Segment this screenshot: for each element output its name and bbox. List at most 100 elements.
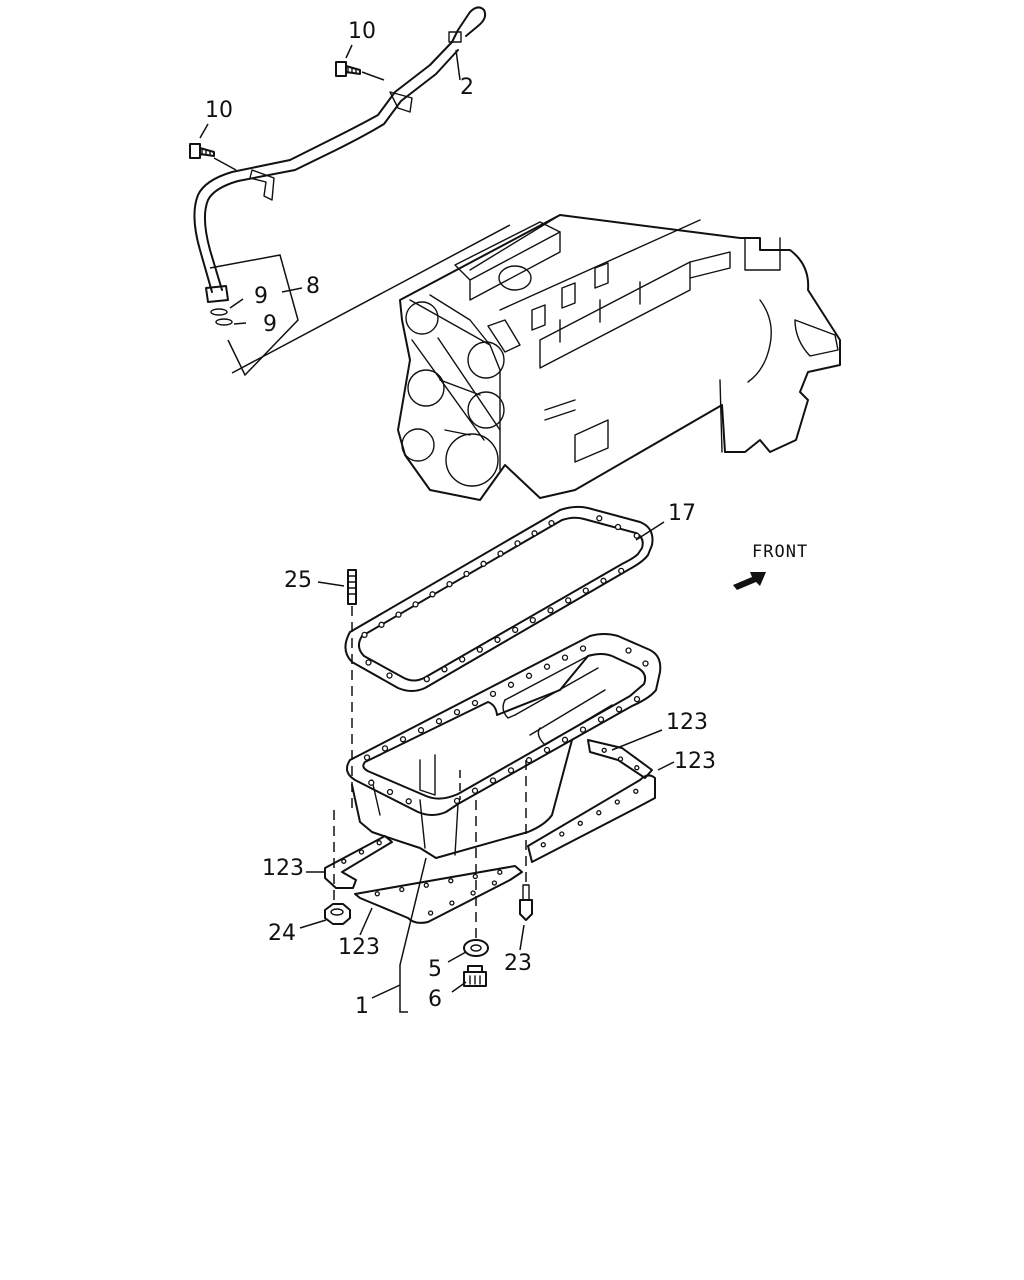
washer-5 <box>463 939 489 957</box>
engine-block <box>397 214 841 501</box>
callout-10-lower: 10 <box>205 98 233 123</box>
bolt-hole <box>582 587 589 594</box>
bolt-hole <box>507 681 515 688</box>
bolt-hole <box>399 736 407 743</box>
leader-lines <box>199 44 675 999</box>
bolt-hole <box>596 515 603 522</box>
dipstick-guide-tube <box>193 41 459 303</box>
bolt-hole <box>634 765 640 771</box>
callout-17: 17 <box>668 501 696 526</box>
bolt-hole <box>368 779 375 786</box>
bolt-hole <box>600 577 607 584</box>
callout-23: 23 <box>504 951 532 976</box>
bolt-hole <box>596 810 602 816</box>
bolt-hole <box>529 616 536 624</box>
bolt-hole <box>525 672 533 679</box>
callout-9-upper: 9 <box>254 284 268 309</box>
bolt-hole <box>597 716 605 723</box>
bolt-hole <box>448 878 454 884</box>
bolt-hole <box>543 746 551 754</box>
callout-8: 8 <box>306 274 320 299</box>
bolt-23 <box>519 884 533 921</box>
front-label: FRONT <box>752 542 808 562</box>
bolt-hole <box>489 777 497 784</box>
bolt-hole <box>561 654 569 661</box>
bolt-hole <box>395 611 402 618</box>
drain-plug-6 <box>463 965 487 987</box>
bolt-hole <box>633 695 641 703</box>
bolt-hole <box>525 757 533 764</box>
bolt-hole <box>453 708 461 716</box>
bolt-hole <box>480 560 487 567</box>
bolt-hole <box>471 699 479 707</box>
bolt-hole <box>497 869 503 875</box>
bolt-hole <box>633 532 640 539</box>
bolt-hole <box>633 788 639 794</box>
bolt-hole <box>341 858 347 864</box>
bolt-hole <box>614 523 622 531</box>
bolt-hole <box>471 787 479 794</box>
bolt-hole <box>405 798 412 805</box>
bolt-hole <box>358 849 365 855</box>
bolt-hole <box>497 550 504 557</box>
bolt-hole <box>489 690 497 698</box>
bolt-hole <box>565 597 572 604</box>
bolt-hole <box>472 873 478 880</box>
bolt-hole <box>494 636 501 643</box>
callout-6: 6 <box>428 987 442 1012</box>
callout-9-lower: 9 <box>263 312 277 337</box>
bolt-hole <box>453 797 461 805</box>
bolt-hole <box>614 799 620 805</box>
bolt-hole <box>427 910 434 916</box>
bolt-10-upper <box>335 61 361 77</box>
nut-24 <box>324 903 351 925</box>
bolt-hole <box>449 900 455 906</box>
bolt-hole <box>618 567 625 575</box>
bolt-hole <box>507 767 515 774</box>
bolt-hole <box>514 540 521 547</box>
lower-gasket-123-left <box>324 835 523 924</box>
bolt-hole <box>374 891 380 897</box>
oil-pan-1 <box>345 633 662 859</box>
bolt-hole <box>625 647 632 654</box>
bolt-hole <box>476 646 483 653</box>
bolt-hole <box>540 842 546 848</box>
bolt-10-lower <box>189 143 215 159</box>
bolt-hole <box>412 601 419 608</box>
bolt-hole <box>376 840 382 846</box>
callout-2: 2 <box>460 75 474 100</box>
bolt-hole <box>543 663 551 670</box>
callout-123-left: 123 <box>262 856 304 881</box>
oil-pan-gasket-17 <box>344 505 654 692</box>
bolt-hole <box>446 580 453 588</box>
callout-24: 24 <box>268 921 296 946</box>
bolt-hole <box>601 747 607 753</box>
bolt-hole <box>363 754 371 761</box>
bolt-hole <box>470 890 476 896</box>
bolt-hole <box>617 756 624 762</box>
bolt-hole <box>491 880 498 886</box>
bolt-hole <box>429 591 436 598</box>
callout-labels: 10 2 10 9 8 9 17 25 123 123 123 123 24 5… <box>205 19 716 1019</box>
callout-123-upper-right: 123 <box>666 710 708 735</box>
callout-10-upper: 10 <box>348 19 376 44</box>
bolt-hole <box>512 626 519 634</box>
bolt-hole <box>378 621 385 628</box>
bolt-hole <box>547 607 554 614</box>
stud-25 <box>347 569 357 605</box>
o-rings-9 <box>210 308 233 326</box>
bolt-hole <box>579 645 587 652</box>
bolt-hole <box>423 675 430 683</box>
callout-123-bottom: 123 <box>338 935 380 960</box>
bolt-hole <box>441 666 448 673</box>
dipstick-kit-bracket <box>209 224 511 377</box>
bolt-hole <box>381 745 389 752</box>
bolt-hole <box>531 530 538 537</box>
callout-123-right: 123 <box>674 749 716 774</box>
bolt-hole <box>423 882 429 888</box>
bolt-hole <box>435 718 443 725</box>
bolt-hole <box>417 727 425 734</box>
bolt-hole <box>559 831 565 837</box>
bolt-hole <box>579 726 587 733</box>
